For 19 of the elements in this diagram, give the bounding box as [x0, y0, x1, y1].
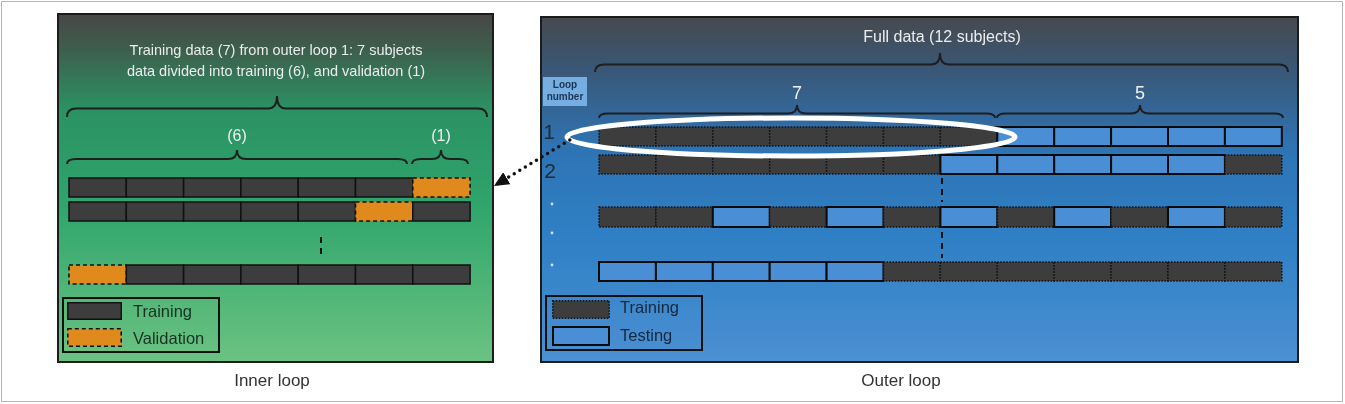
- row-header-box: Loop number: [543, 77, 587, 106]
- legend-label: Training: [620, 297, 679, 317]
- count-label: 5: [1135, 84, 1145, 102]
- panel: [57, 13, 494, 363]
- highlight-ellipse: [564, 115, 1018, 159]
- count-label: 7: [792, 84, 802, 102]
- count-label: (6): [227, 128, 247, 144]
- panel-heading: Full data (12 subjects): [862, 27, 1022, 47]
- panel-caption: Outer loop: [861, 371, 941, 391]
- count-label: (1): [431, 128, 451, 144]
- row-number: 2: [544, 159, 556, 181]
- panel-caption: Inner loop: [234, 371, 310, 391]
- legend-label: Testing: [620, 325, 673, 345]
- panel-heading: Training data (7) from outer loop 1: 7 subjects data divided into training (6), and validation (1): [125, 41, 427, 81]
- legend-label: Training: [133, 301, 192, 321]
- row-number: 1: [543, 120, 555, 142]
- panel: [540, 16, 1299, 363]
- legend-label: Validation: [133, 328, 205, 348]
- dotted-arrow: [492, 138, 572, 188]
